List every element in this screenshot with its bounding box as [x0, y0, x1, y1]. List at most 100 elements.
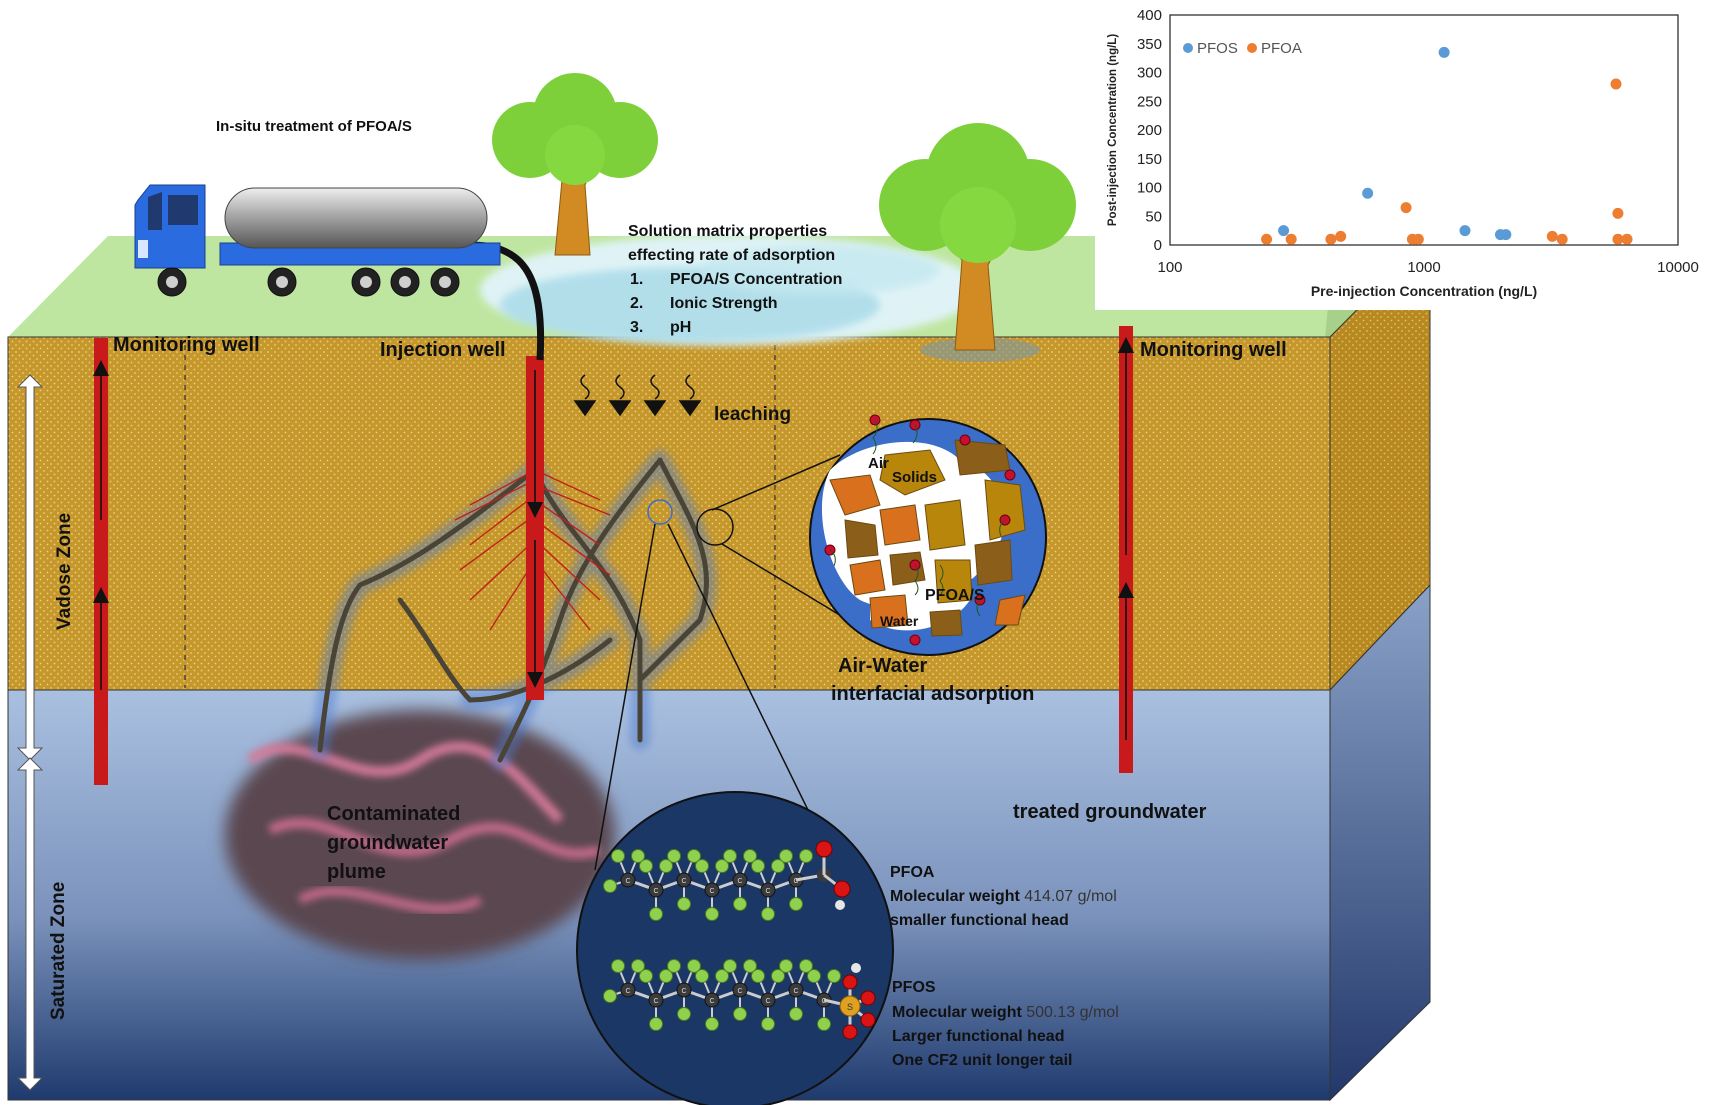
y-axis-label: Post-injection Concentration (ng/L): [1107, 34, 1119, 226]
point-pfos: [1278, 225, 1290, 237]
y-tick-label: 0: [1154, 237, 1162, 254]
point-pfoa: [1612, 233, 1624, 245]
vadose-zone-front: [7, 336, 1331, 691]
point-pfoa: [1546, 230, 1558, 242]
inset-pfoas: PFOA/S: [925, 587, 985, 604]
injection-well: [526, 356, 544, 700]
svg-text:C: C: [793, 988, 798, 995]
tree-right: [879, 123, 1076, 362]
solution-item-num: 2.: [630, 295, 643, 312]
pfos-mw-value: 500.13 g/mol: [1026, 1004, 1119, 1021]
x-tick-label: 100: [1157, 259, 1182, 276]
contaminated-plume: [225, 710, 615, 960]
monitoring-well-right: [1118, 326, 1134, 773]
label-monitoring-well-left: Monitoring well: [113, 334, 260, 356]
x-axis-label: Pre-injection Concentration (ng/L): [1311, 283, 1537, 299]
label-vadose-zone: Vadose Zone: [54, 513, 75, 630]
y-tick-label: 50: [1145, 208, 1162, 225]
point-pfoa: [1621, 233, 1633, 245]
point-pfoa: [1335, 230, 1347, 242]
solution-heading-2: effecting rate of adsorption: [628, 247, 835, 264]
point-pfos: [1500, 229, 1512, 241]
tanker-truck: [134, 184, 501, 297]
x-tick-label: 10000: [1657, 259, 1699, 276]
pfoa-mw-label: Molecular weight: [890, 888, 1024, 905]
point-pfoa: [1610, 78, 1622, 90]
leaching-arrows: [573, 374, 702, 417]
label-plume-2: groundwater: [327, 832, 448, 854]
svg-text:C: C: [737, 878, 742, 885]
air-water-inset: [809, 414, 1047, 656]
y-tick-label: 200: [1137, 122, 1162, 139]
svg-text:C: C: [681, 878, 686, 885]
y-tick-label: 400: [1137, 7, 1162, 24]
label-plume-1: Contaminated: [327, 803, 460, 825]
x-tick-labels: 100 1000 10000: [1157, 259, 1698, 276]
legend-marker-pfoa: [1247, 43, 1257, 53]
label-leaching: leaching: [714, 404, 791, 425]
pfos-desc-2: One CF2 unit longer tail: [892, 1052, 1072, 1069]
svg-text:C: C: [709, 888, 714, 895]
diagram-title: In-situ treatment of PFOA/S: [216, 118, 412, 135]
svg-text:C: C: [653, 888, 658, 895]
point-pfoa: [1285, 233, 1297, 245]
inset-air: Air: [868, 455, 889, 472]
saturated-zone-arrow: [16, 757, 44, 1091]
solution-item-text: pH: [670, 319, 691, 336]
svg-text:C: C: [765, 998, 770, 1005]
injection-rays: [454, 469, 611, 631]
pfoa-name: PFOA: [890, 864, 935, 881]
solution-heading-1: Solution matrix properties: [628, 223, 827, 240]
point-pfoa: [1261, 233, 1273, 245]
tree-left: [492, 73, 658, 256]
point-pfoa: [1412, 233, 1424, 245]
saturated-zone-side: [1329, 583, 1431, 1102]
svg-text:C: C: [709, 998, 714, 1005]
plot-area: [1169, 14, 1679, 246]
y-tick-label: 150: [1137, 151, 1162, 168]
x-tick-label: 1000: [1407, 259, 1440, 276]
point-pfos: [1459, 225, 1471, 237]
monitoring-well-left: [93, 338, 109, 785]
svg-text:S: S: [847, 1002, 853, 1012]
zoom-callout-lines: [594, 454, 849, 871]
inset-water: Water: [880, 613, 919, 629]
label-air-water-2: interfacial adsorption: [831, 683, 1034, 705]
pfoa-mw-value: 414.07 g/mol: [1024, 888, 1117, 905]
point-pfos: [1438, 46, 1450, 58]
point-pfoa: [1556, 233, 1568, 245]
label-treated-groundwater: treated groundwater: [1013, 801, 1207, 823]
label-monitoring-well-right: Monitoring well: [1140, 339, 1287, 361]
label-saturated-zone: Saturated Zone: [48, 882, 69, 1020]
pfos-desc-1: Larger functional head: [892, 1028, 1064, 1045]
svg-text:C: C: [681, 988, 686, 995]
label-air-water-1: Air-Water: [838, 655, 927, 677]
svg-text:C: C: [653, 998, 658, 1005]
flow-paths: [310, 450, 717, 770]
pfoa-mw: Molecular weight 414.07 g/mol: [890, 888, 1117, 905]
point-pfoa: [1325, 233, 1337, 245]
y-tick-label: 100: [1137, 180, 1162, 197]
legend-marker-pfos: [1183, 43, 1193, 53]
y-tick-label: 350: [1137, 36, 1162, 53]
point-pfoa: [1400, 202, 1412, 214]
label-plume-3: plume: [327, 861, 386, 883]
solution-item-text: PFOA/S Concentration: [670, 271, 842, 288]
solution-item-num: 3.: [630, 319, 643, 336]
point-pfoa: [1612, 207, 1624, 219]
svg-text:C: C: [737, 988, 742, 995]
solution-item-num: 1.: [630, 271, 643, 288]
label-injection-well: Injection well: [380, 339, 506, 361]
y-tick-label: 250: [1137, 93, 1162, 110]
svg-text:C: C: [625, 988, 630, 995]
svg-text:C: C: [793, 878, 798, 885]
surface-water-puddle: [480, 235, 980, 345]
legend-label-pfoa: PFOA: [1261, 40, 1302, 57]
svg-text:C: C: [625, 878, 630, 885]
